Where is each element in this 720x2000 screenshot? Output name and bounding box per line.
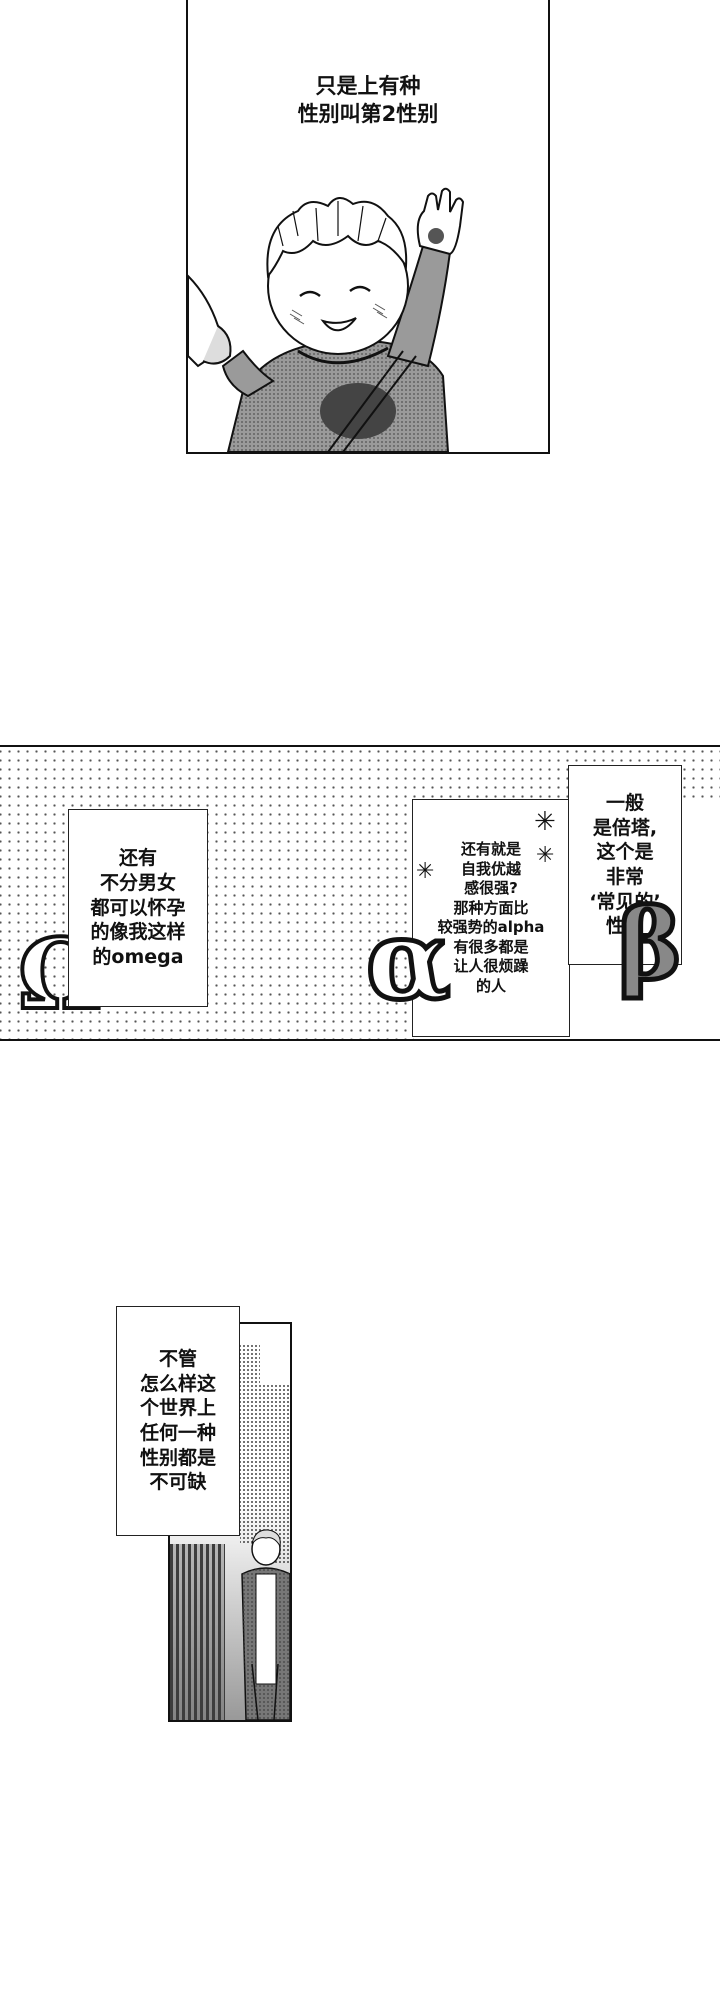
alpha-symbol: α xyxy=(364,895,454,1024)
anger-mark-icon: ✳ xyxy=(534,807,556,837)
anger-mark-icon: ✳ xyxy=(416,859,435,884)
panel1-caption: 只是上有种 性别叫第2性别 xyxy=(297,74,439,127)
panel-child: 只是上有种 性别叫第2性别 xyxy=(186,0,550,454)
omega-caption: 还有 不分男女 都可以怀孕 的像我这样 的omega xyxy=(68,809,208,1007)
panel-genders: Ω 还有 不分男女 都可以怀孕 的像我这样 的omega 还有就是 自我优越 感… xyxy=(0,745,720,1041)
beta-caption: 一般 是倍塔, 这个是 非常 ‘常见的’ 性别 xyxy=(568,765,682,965)
child-illustration xyxy=(188,187,465,452)
beta-symbol: β xyxy=(616,888,685,1001)
alpha-caption: 还有就是 自我优越 感很强? 那种方面比 较强势的alpha 有很多都是 让人很… xyxy=(412,799,570,1037)
panel3-caption: 不管 怎么样这 个世界上 任何一种 性别都是 不可缺 xyxy=(116,1306,240,1536)
anger-mark-icon: ✳ xyxy=(536,843,555,868)
